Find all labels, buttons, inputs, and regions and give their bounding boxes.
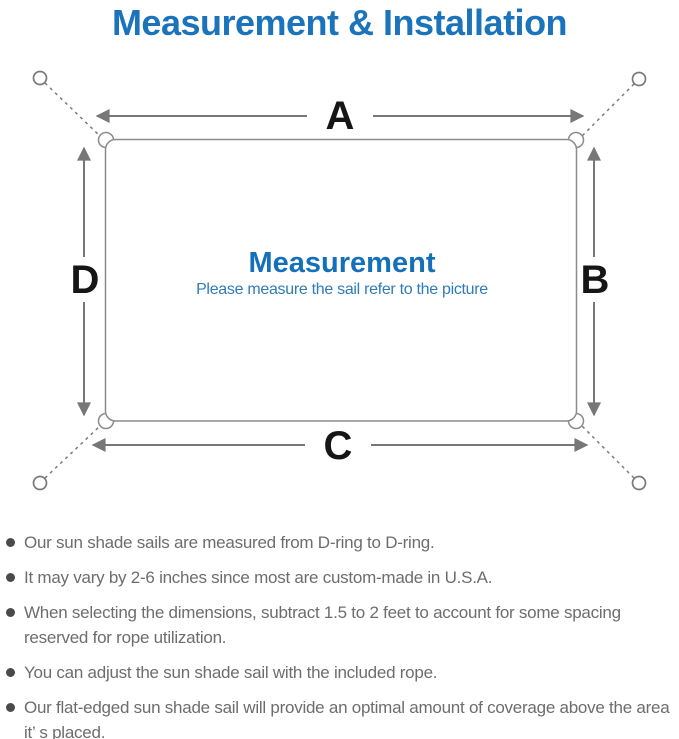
sail-outline: [104, 138, 578, 422]
list-item: You can adjust the sun shade sail with t…: [6, 660, 673, 685]
corner-rope-lines: [44, 82, 635, 479]
dim-label-d: D: [71, 258, 100, 302]
note-text: When selecting the dimensions, subtract …: [24, 603, 621, 647]
anchor-point-icon-top-right: [631, 71, 647, 87]
list-item: Our sun shade sails are measured from D-…: [6, 530, 673, 555]
rope-dashed-line-bottom-left: [44, 425, 101, 479]
rope-dashed-line-bottom-right: [581, 425, 635, 479]
diagram-center-heading: Measurement: [249, 247, 436, 279]
diagram-center-subtitle: Please measure the sail refer to the pic…: [196, 281, 488, 298]
list-item: Our flat-edged sun shade sail will provi…: [6, 695, 673, 739]
bullet-icon: [6, 538, 15, 547]
anchor-point-icon-top-left: [32, 70, 48, 86]
bullet-icon: [6, 608, 15, 617]
rope-dashed-line-top-right: [581, 83, 635, 137]
anchor-points: [32, 70, 647, 491]
bullet-icon: [6, 668, 15, 677]
list-item: When selecting the dimensions, subtract …: [6, 600, 673, 650]
bullet-icon: [6, 703, 15, 712]
note-text: It may vary by 2-6 inches since most are…: [24, 568, 493, 587]
notes-list: Our sun shade sails are measured from D-…: [6, 530, 673, 739]
dimension-arrows: [77, 109, 601, 452]
note-text: Our flat-edged sun shade sail will provi…: [24, 698, 670, 739]
dim-label-c: C: [324, 424, 353, 468]
page-title: Measurement & Installation: [111, 2, 568, 43]
list-item: It may vary by 2-6 inches since most are…: [6, 565, 673, 590]
rope-dashed-line-top-left: [44, 82, 101, 137]
dim-label-a: A: [326, 94, 355, 138]
dim-label-b: B: [581, 258, 610, 302]
bullet-icon: [6, 573, 15, 582]
anchor-point-icon-bottom-left: [32, 475, 48, 491]
anchor-point-icon-bottom-right: [631, 475, 647, 491]
note-text: You can adjust the sun shade sail with t…: [24, 663, 438, 682]
diagram-svg: A B C D Measurement Please measure the s…: [32, 70, 647, 491]
note-text: Our sun shade sails are measured from D-…: [24, 533, 435, 552]
sail-measurement-diagram: A B C D Measurement Please measure the s…: [0, 60, 679, 520]
